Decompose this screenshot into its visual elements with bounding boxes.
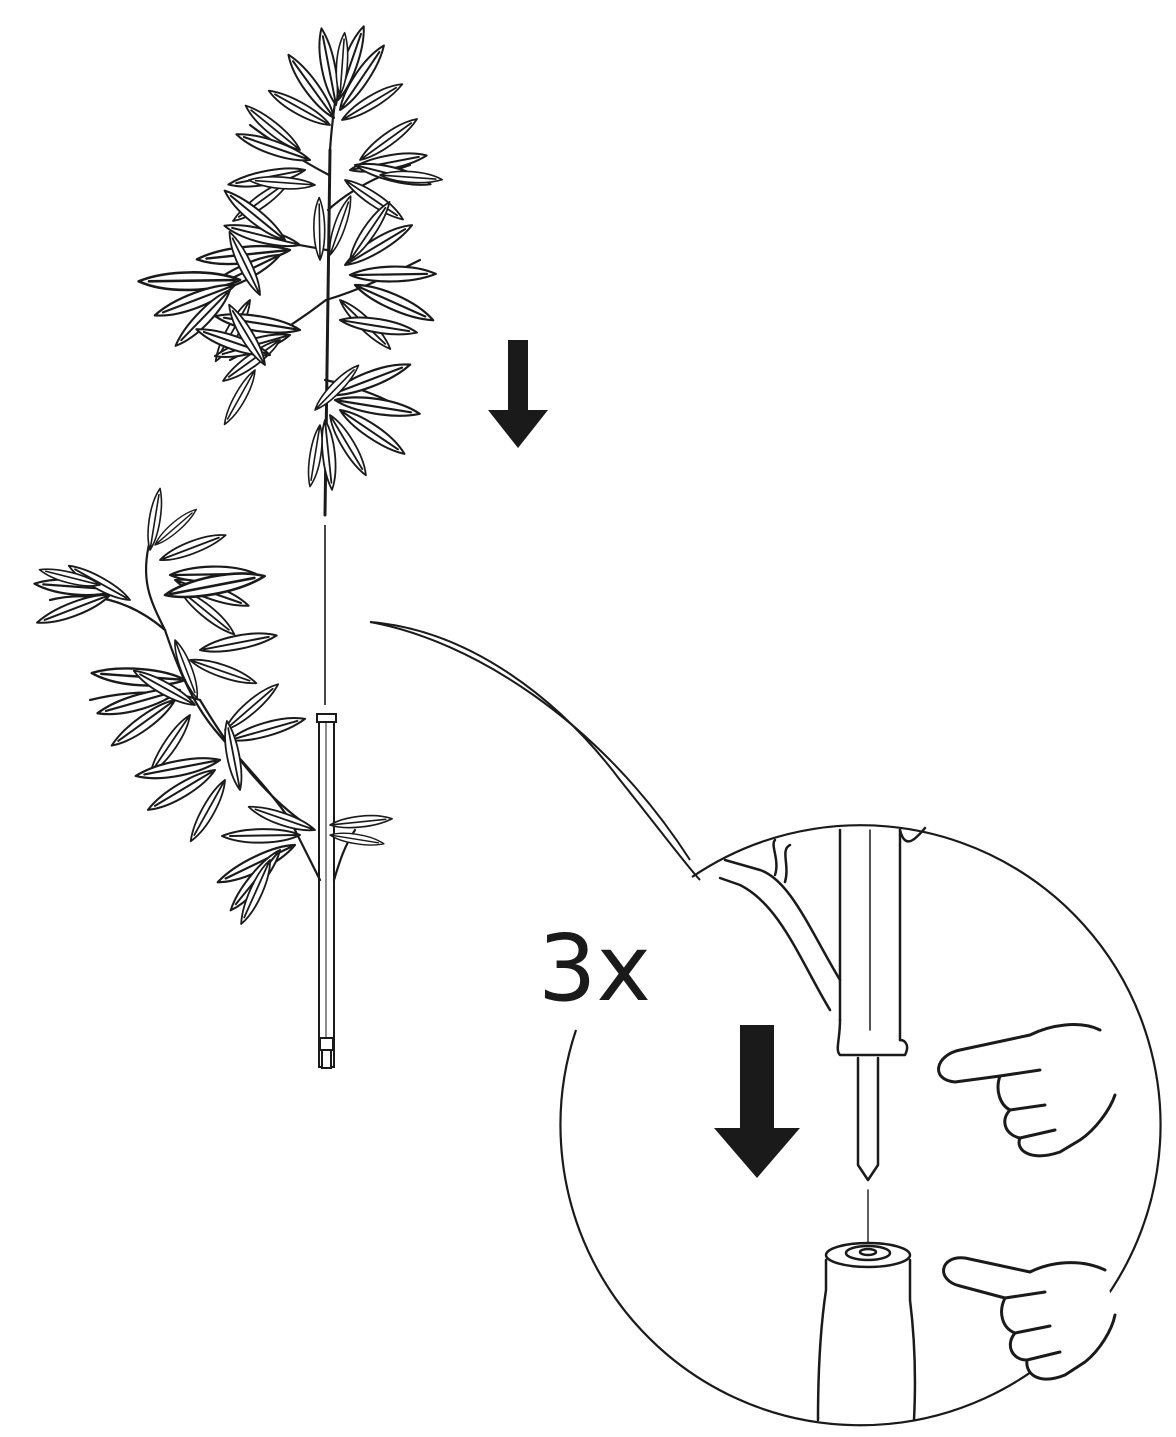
lower-leaf-cluster-left [32, 559, 134, 630]
lower-leaf-cluster-top [143, 486, 268, 641]
zoom-detail [718, 826, 927, 1422]
zoom-leader-line [369, 621, 701, 881]
upper-leaf-cluster-right-mid [335, 197, 438, 355]
lower-plant-section [32, 486, 394, 1069]
repeat-count-label: 3x [538, 915, 651, 1022]
down-arrow-icon [714, 1025, 800, 1178]
pointing-hand-icon [937, 1023, 1117, 1158]
pointing-hand-icon [942, 1256, 1117, 1381]
upper-leaf-cluster-bottom [303, 356, 423, 492]
upper-leaf-cluster-right [340, 113, 444, 226]
lower-leaf-cluster-bottom [213, 800, 394, 928]
down-arrow-icon [488, 340, 548, 448]
upper-leaf-cluster-top [264, 22, 407, 132]
upper-plant-section [137, 22, 444, 517]
